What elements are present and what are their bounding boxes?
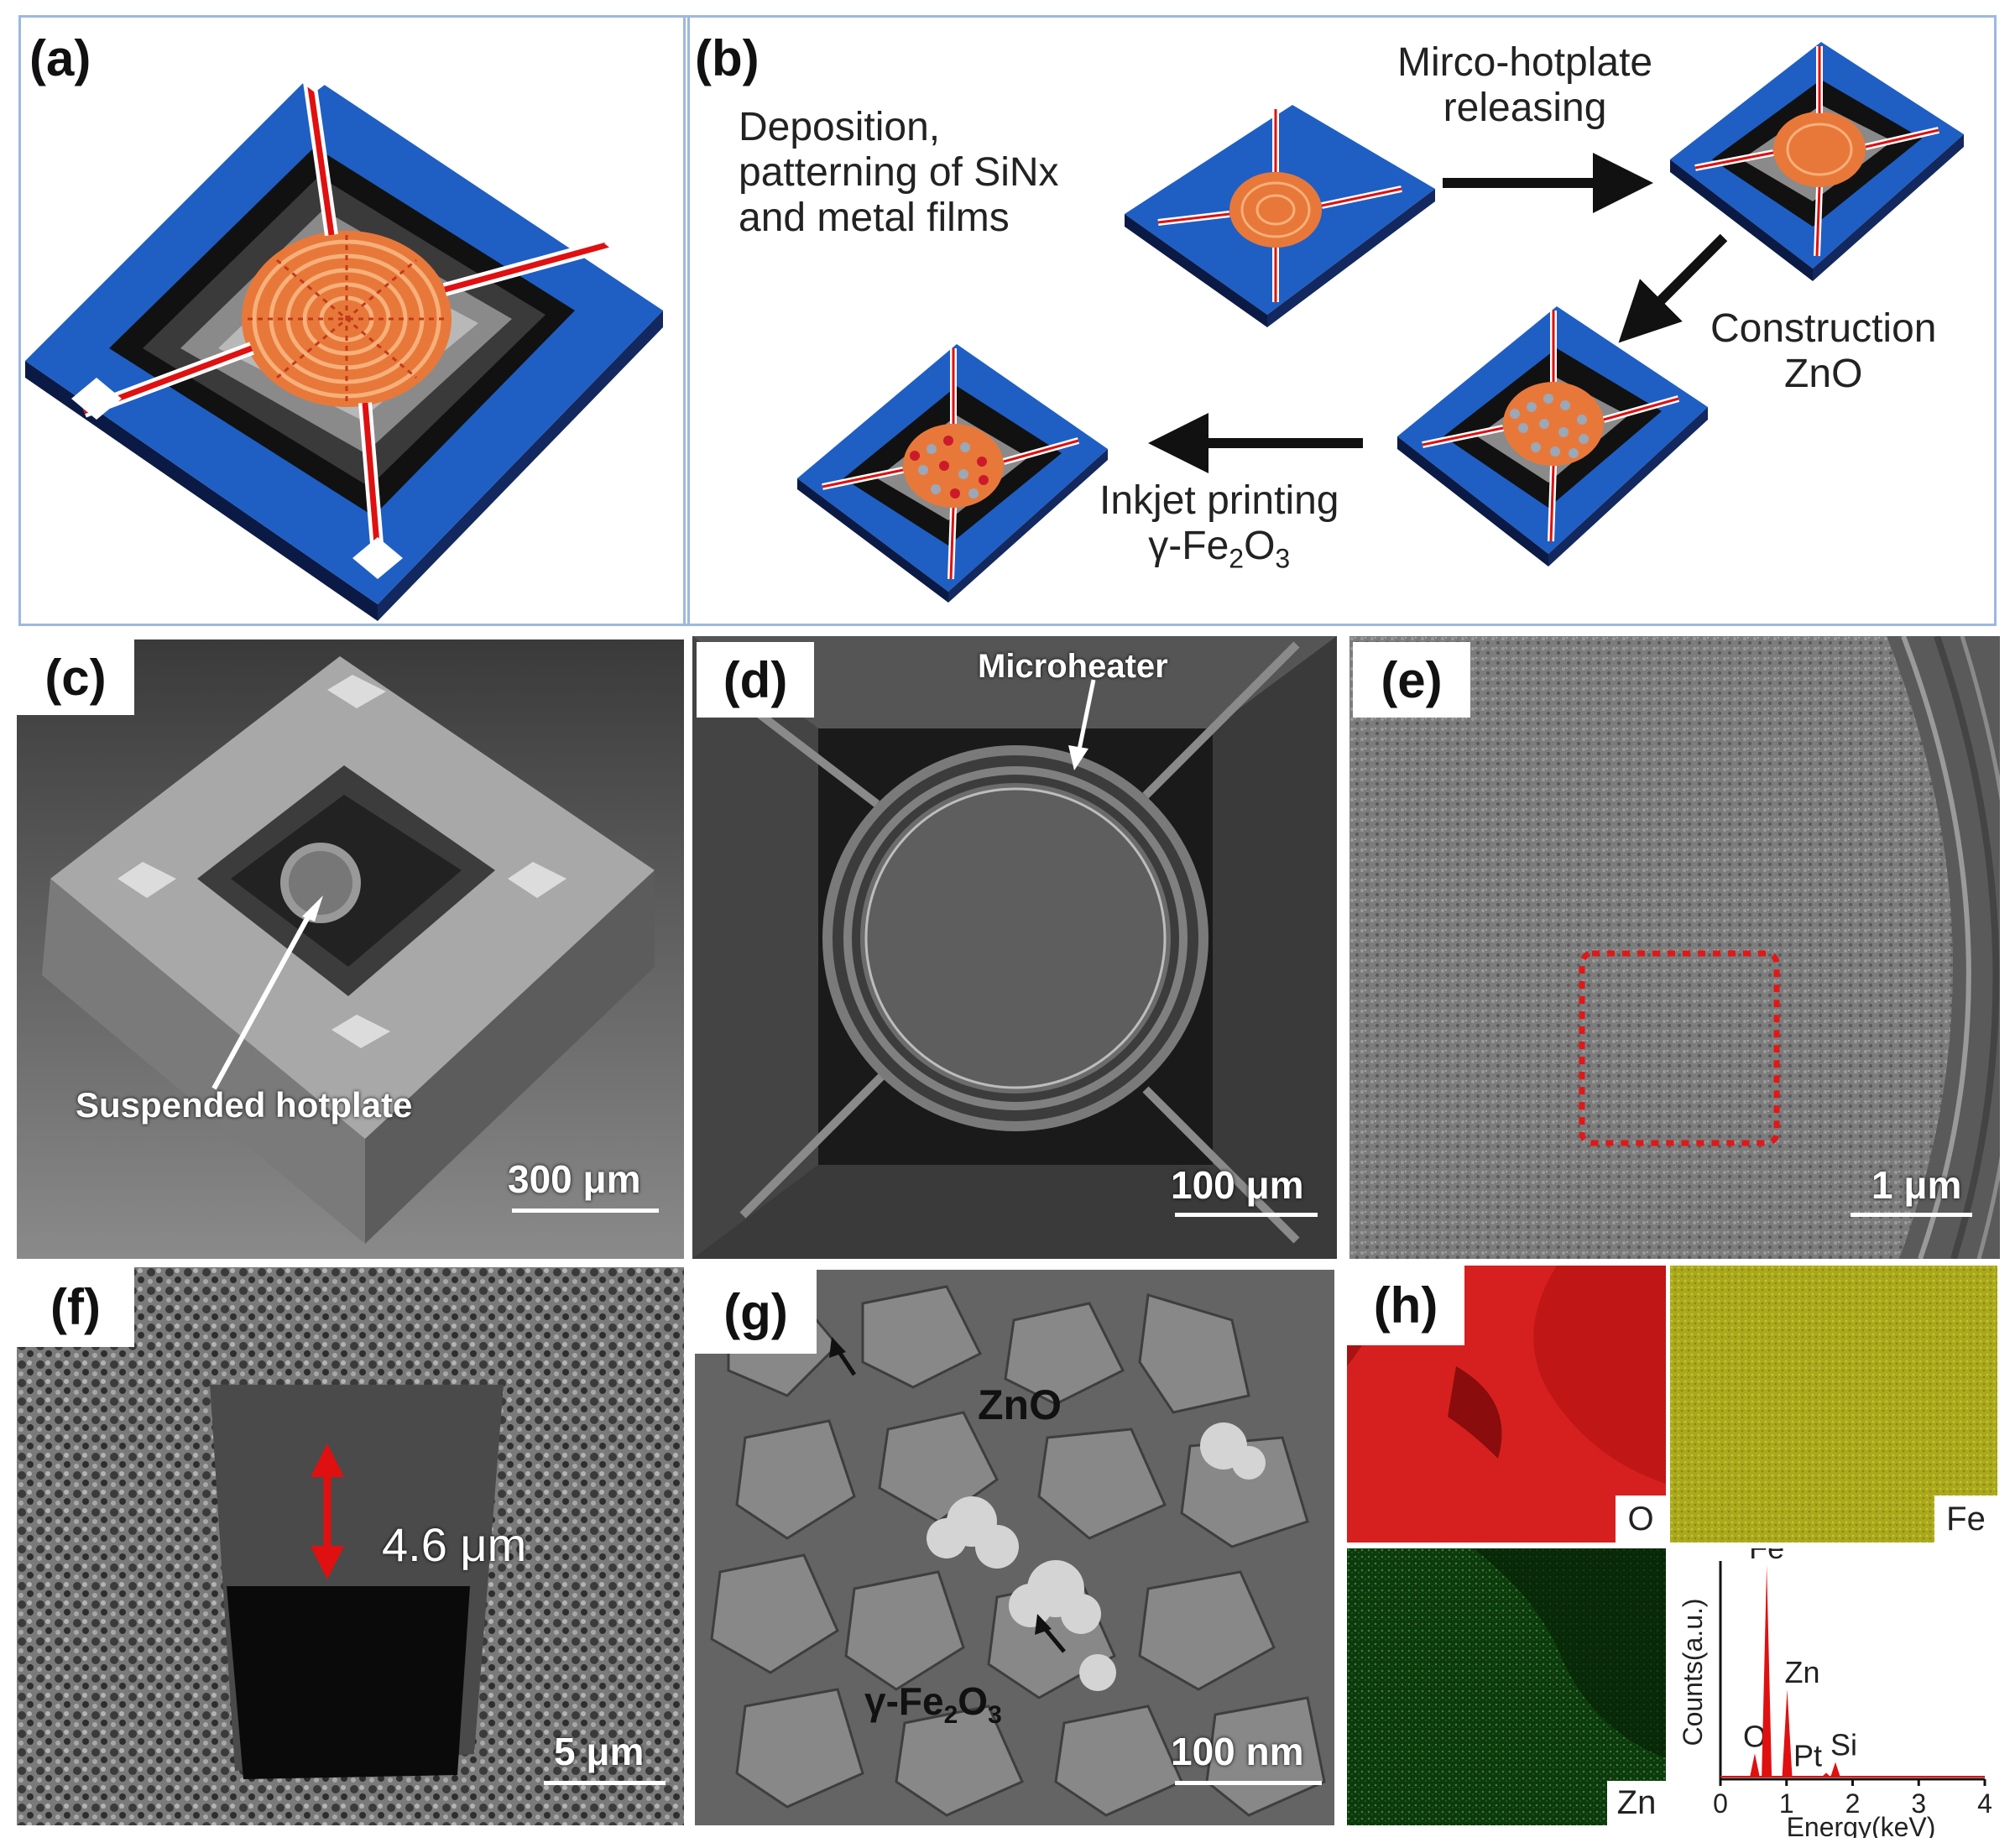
panel-label-b: (b) (695, 30, 760, 86)
peak-zn (1782, 1689, 1793, 1778)
step3-line2: ZnO (1784, 351, 1863, 396)
device-step3 (1397, 306, 1708, 566)
step1-line1: Deposition, (739, 105, 941, 149)
eds-spectrum-chart: 01234OFeZnPtSiEnergy(keV)Counts(a.u.) (1670, 1548, 2006, 1838)
step4-text: Inkjet printing γ-Fe2O3 (1099, 478, 1339, 574)
step1-line2: patterning of SiNx (739, 149, 1059, 195)
peak-label-fe: Fe (1749, 1548, 1784, 1565)
scale-bar-f (544, 1781, 666, 1785)
label-zno: ZnO (978, 1381, 1062, 1428)
x-tick-label-0: 0 (1713, 1788, 1728, 1819)
step2-line1: Mirco-hotplate (1397, 40, 1653, 85)
step3-text: Construction ZnO (1710, 306, 1936, 397)
peak-label-zn: Zn (1785, 1655, 1820, 1689)
scale-bar-d (1175, 1213, 1318, 1217)
step2-line2: releasing (1443, 85, 1607, 130)
scale-label-c: 300 μm (508, 1157, 641, 1201)
panel-label-e: (e) (1353, 642, 1470, 718)
scale-label-f: 5 μm (554, 1730, 645, 1773)
panel-label-a: (a) (29, 30, 91, 86)
x-axis-label: Energy(keV) (1787, 1812, 1936, 1838)
annotation-suspended-hotplate: Suspended hotplate (76, 1085, 413, 1125)
device-step4 (797, 344, 1108, 603)
panel-label-d: (d) (697, 642, 814, 718)
panel-label-c: (c) (17, 639, 134, 715)
scale-bar-c (512, 1209, 659, 1213)
scale-label-d: 100 μm (1171, 1163, 1304, 1207)
x-tick-label-2: 2 (1845, 1788, 1861, 1819)
step4-line1: Inkjet printing (1099, 478, 1339, 523)
measurement-depth: 4.6 μm (382, 1518, 527, 1571)
peak-label-si: Si (1830, 1728, 1857, 1762)
step1-line3: and metal films (739, 195, 1010, 240)
x-tick-label-1: 1 (1779, 1788, 1794, 1819)
device-step2 (1670, 42, 1964, 281)
panel-label-g: (g) (695, 1270, 817, 1354)
y-axis-label: Counts(a.u.) (1678, 1598, 1708, 1746)
sem-image-e (1349, 636, 2000, 1259)
peak-fe (1762, 1565, 1772, 1778)
peak-label-pt: Pt (1793, 1738, 1822, 1772)
panel-label-h: (h) (1347, 1266, 1464, 1345)
step1-text: Deposition, patterning of SiNx and metal… (739, 105, 1059, 240)
sem-image-f (17, 1267, 684, 1825)
panel-label-f: (f) (17, 1267, 134, 1347)
scale-bar-e (1851, 1213, 1972, 1217)
sem-image-d (692, 636, 1337, 1259)
device-step1 (1125, 105, 1435, 327)
peak-o (1749, 1753, 1760, 1778)
scale-bar-g (1175, 1781, 1322, 1785)
peak-pt (1821, 1772, 1831, 1778)
step2-text: Mirco-hotplate releasing (1397, 40, 1652, 131)
arrow-construct (1618, 233, 1728, 343)
scale-label-e: 1 μm (1871, 1163, 1962, 1207)
step3-line1: Construction (1710, 306, 1937, 351)
step4-line2: γ-Fe2O3 (1148, 523, 1291, 574)
eds-map-zn (1347, 1548, 1666, 1825)
sem-image-c (17, 639, 684, 1259)
map-label-o: O (1616, 1496, 1666, 1543)
label-fe2o3: γ-Fe2O3 (864, 1679, 1002, 1730)
x-tick-label-3: 3 (1911, 1788, 1926, 1819)
annotation-microheater: Microheater (978, 648, 1168, 685)
panel-b-frame (683, 15, 1997, 626)
peak-si (1830, 1762, 1841, 1778)
x-tick-label-4: 4 (1977, 1788, 1992, 1819)
device-3d-illustration (25, 67, 663, 621)
map-label-zn: Zn (1607, 1781, 1666, 1825)
process-arrows (1148, 153, 1728, 473)
scale-label-g: 100 nm (1171, 1730, 1304, 1773)
map-label-fe: Fe (1934, 1496, 1997, 1543)
panel-a-frame (18, 15, 690, 626)
